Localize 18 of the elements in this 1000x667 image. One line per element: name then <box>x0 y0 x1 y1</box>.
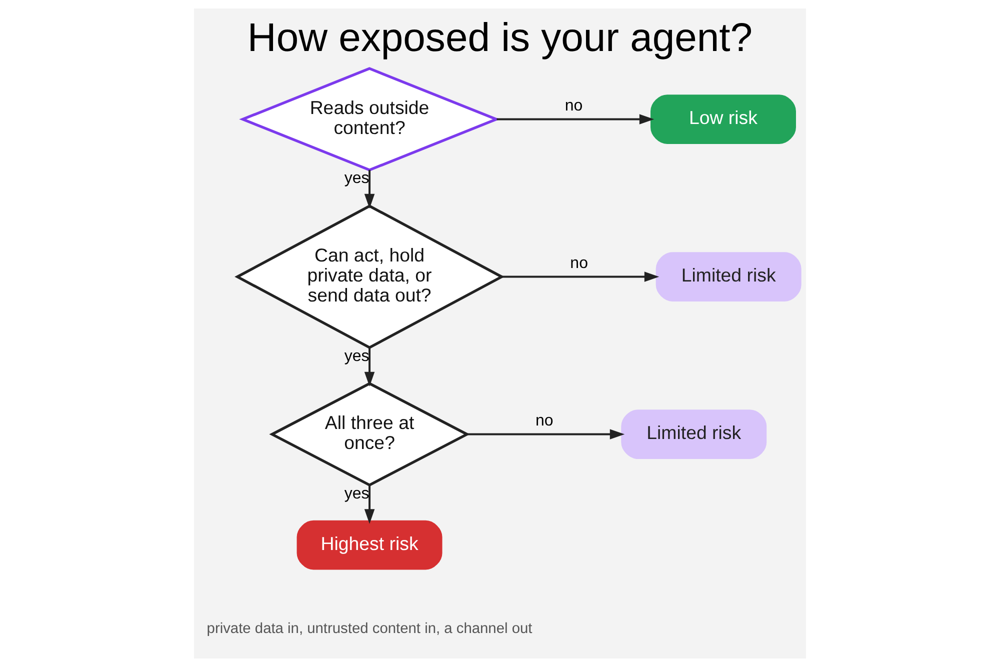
arrow <box>364 348 375 387</box>
edge-label: no <box>564 98 583 115</box>
arrow <box>502 272 660 282</box>
arrow <box>364 170 375 209</box>
node-box: Limited risk <box>656 252 802 302</box>
node-diamond: Can act, hold private data, or send data out? <box>234 204 504 350</box>
node-diamond: All three at once? <box>269 382 470 486</box>
arrow <box>467 429 625 440</box>
diagram-title: How exposed is your agent? <box>247 16 753 60</box>
node-box: Low risk <box>650 94 796 144</box>
node-label: private data in, untrusted content in, a channel out <box>206 620 532 637</box>
node-box: Highest risk <box>296 520 442 570</box>
edge-label: no <box>535 412 554 430</box>
node-diamond: Reads outside content? <box>239 67 500 172</box>
node-box: Limited risk <box>621 410 767 459</box>
arrow <box>364 485 375 524</box>
edge-label: no <box>570 255 588 272</box>
arrow <box>496 114 654 124</box>
